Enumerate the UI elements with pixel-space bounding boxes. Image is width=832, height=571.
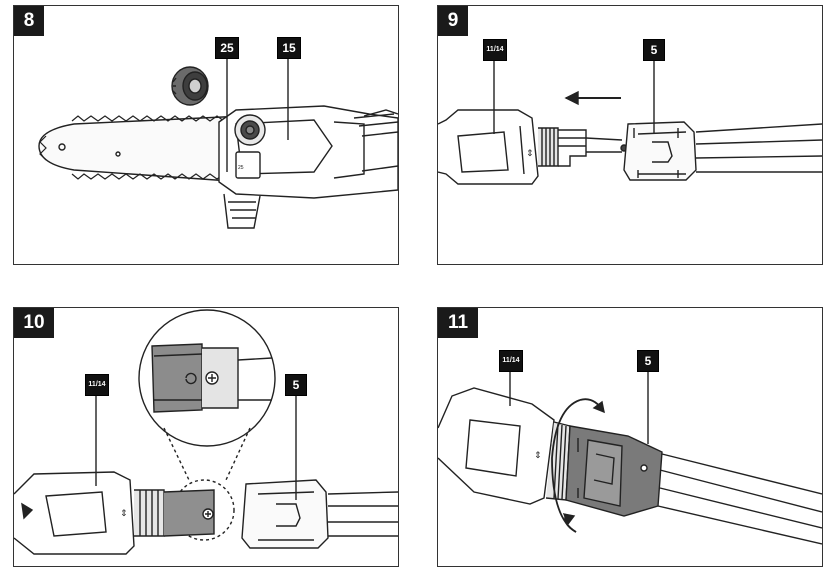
callout-5: 5 bbox=[643, 39, 665, 61]
panel-number-11: 11 bbox=[438, 308, 478, 338]
svg-text:25: 25 bbox=[238, 165, 244, 171]
callout-5: 5 bbox=[637, 350, 659, 372]
panel-number-8: 8 bbox=[14, 6, 44, 36]
panel-10: 10 ⇕ bbox=[13, 307, 399, 567]
callout-5: 5 bbox=[285, 374, 307, 396]
panel-number-10: 10 bbox=[14, 308, 54, 338]
svg-text:⇕: ⇕ bbox=[534, 451, 542, 461]
panel-number-9: 9 bbox=[438, 6, 468, 36]
pole-lock-detail-illustration: ⇕ bbox=[14, 309, 398, 555]
pole-twist-lock-illustration: ⇕ bbox=[438, 370, 822, 545]
callout-11-14: 11/14 bbox=[499, 350, 523, 372]
callout-15: 15 bbox=[277, 37, 301, 59]
callout-11-14: 11/14 bbox=[483, 39, 507, 61]
callout-11-14: 11/14 bbox=[85, 374, 109, 396]
svg-text:⇕: ⇕ bbox=[526, 149, 534, 159]
chainsaw-illustration: 25 bbox=[38, 56, 398, 229]
callout-25: 25 bbox=[215, 37, 239, 59]
panel-11: 11 ⇕ 11/14 5 bbox=[437, 307, 823, 567]
panel-8: 8 bbox=[13, 5, 399, 265]
panel-9: 9 ⇕ bbox=[437, 5, 823, 265]
svg-text:⇕: ⇕ bbox=[120, 509, 128, 519]
pole-connection-illustration: ⇕ bbox=[438, 58, 822, 185]
